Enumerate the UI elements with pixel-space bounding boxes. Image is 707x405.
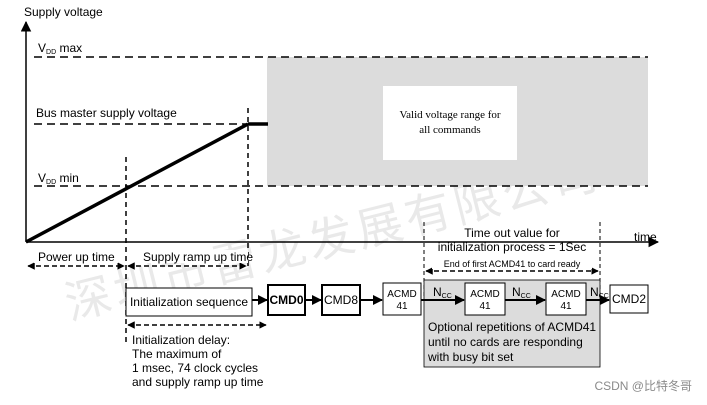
- acmd41-label-2b: 41: [479, 301, 491, 312]
- supply-ramp-line: [25, 122, 249, 244]
- timeout-label-line1: Time out value for: [464, 226, 560, 240]
- init-delay-line2: The maximum of: [132, 347, 222, 361]
- optional-label-line1: Optional repetitions of ACMD41: [428, 320, 596, 334]
- vdd-max-label: VDD max: [38, 41, 82, 56]
- cmd2-box: [609, 284, 649, 314]
- timeout-label-line2: initialization process = 1Sec: [438, 240, 586, 254]
- vdd-min-label: VDD min: [38, 171, 79, 186]
- valid-voltage-label-line1: Valid voltage range for: [399, 109, 500, 121]
- cmd0-label: CMD0: [269, 293, 303, 307]
- cmd8-label: CMD8: [324, 293, 358, 307]
- y-axis-label: Supply voltage: [24, 5, 103, 19]
- valid-voltage-label-line2: all commands: [419, 124, 480, 136]
- ncc-label-1: NCC: [433, 285, 452, 300]
- optional-label-line3: with busy bit set: [427, 350, 514, 364]
- acmd41-label-3a: ACMD: [551, 289, 580, 300]
- power-up-time-label: Power up time: [38, 250, 115, 264]
- cmd2-label: CMD2: [612, 292, 646, 306]
- timeout-label-line3: End of first ACMD41 to card ready: [444, 259, 581, 269]
- init-sequence-box: [125, 287, 253, 317]
- init-delay-line1: Initialization delay:: [132, 333, 230, 347]
- ncc-label-3: NCC: [590, 285, 609, 300]
- acmd41-label-1b: 41: [396, 301, 408, 312]
- valid-voltage-label-box: [383, 86, 517, 160]
- acmd41-box-2: [464, 282, 506, 316]
- csdn-watermark: CSDN @比特冬哥: [594, 378, 692, 393]
- optional-label-line2: until no cards are responding: [428, 335, 583, 349]
- acmd41-box-1: [382, 282, 422, 316]
- acmd41-box-3: [545, 282, 587, 316]
- supply-ramp-time-label: Supply ramp up time: [143, 250, 253, 264]
- acmd41-label-3b: 41: [560, 301, 572, 312]
- x-axis-label: time: [634, 230, 657, 244]
- acmd41-label-2a: ACMD: [470, 289, 499, 300]
- cmd8-box: [321, 284, 361, 316]
- init-sequence-label: Initialization sequence: [130, 295, 248, 309]
- ncc-label-2: NCC: [512, 285, 531, 300]
- acmd41-label-1a: ACMD: [387, 289, 416, 300]
- bus-master-label: Bus master supply voltage: [36, 106, 177, 120]
- init-delay-line3: 1 msec, 74 clock cycles: [132, 361, 258, 375]
- init-delay-line4: and supply ramp up time: [132, 375, 264, 389]
